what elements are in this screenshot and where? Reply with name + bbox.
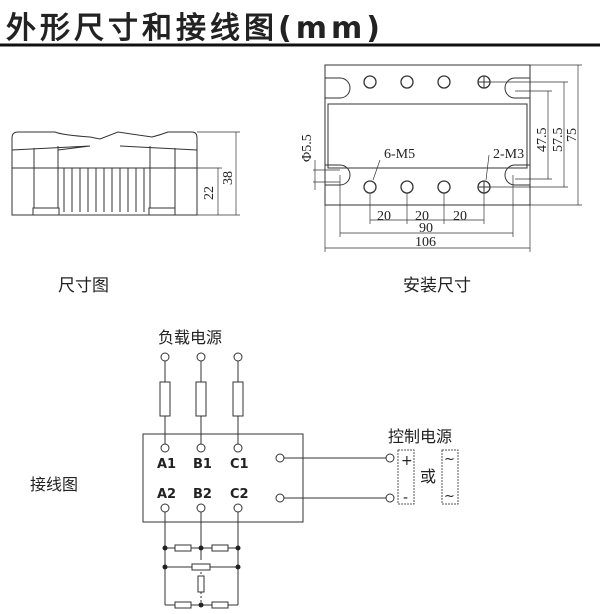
wiring-caption: 接线图 xyxy=(30,475,78,494)
dim-90: 90 xyxy=(419,221,433,236)
terminal-a1: A1 xyxy=(157,457,176,472)
dim-47-5: 47.5 xyxy=(535,128,550,153)
wiring-diagram: 负载电源 控制电源 接线图 + - ~ ~ 或 A1 B1 C1 A2 B2 C… xyxy=(30,328,459,609)
load-power-label: 负载电源 xyxy=(158,328,222,347)
terminal-c2: C2 xyxy=(230,487,249,502)
plus-sign: + xyxy=(401,453,413,469)
dim-pitch-3: 20 xyxy=(453,209,467,224)
terminal-a2: A2 xyxy=(157,487,176,502)
dim-pitch-2: 20 xyxy=(415,209,429,224)
ac-sign-2: ~ xyxy=(444,489,455,504)
terminal-b1: B1 xyxy=(193,457,212,472)
terminal-c1: C1 xyxy=(230,457,249,472)
dim-106: 106 xyxy=(415,235,436,250)
dim-22: 22 xyxy=(202,186,217,200)
dim-38: 38 xyxy=(221,171,236,185)
mount-view: 20 20 20 90 106 47.5 57.5 75 Φ5.5 6-M5 2… xyxy=(300,64,582,252)
or-label: 或 xyxy=(420,467,436,486)
side-view-caption: 尺寸图 xyxy=(58,276,109,296)
side-view: 22 38 xyxy=(11,131,240,216)
dim-75: 75 xyxy=(565,128,580,142)
dim-phi: Φ5.5 xyxy=(300,134,315,162)
label-6-m5: 6-M5 xyxy=(384,147,415,162)
label-2-m3: 2-M3 xyxy=(493,147,524,162)
mount-view-caption: 安装尺寸 xyxy=(403,276,471,296)
terminal-b2: B2 xyxy=(193,487,212,502)
dim-pitch-1: 20 xyxy=(377,209,391,224)
minus-sign: - xyxy=(403,490,408,506)
control-power-label: 控制电源 xyxy=(388,427,452,446)
ac-sign-1: ~ xyxy=(444,452,455,467)
page-title: 外形尺寸和接线图(mm) xyxy=(6,11,384,46)
dim-57-5: 57.5 xyxy=(551,128,566,153)
